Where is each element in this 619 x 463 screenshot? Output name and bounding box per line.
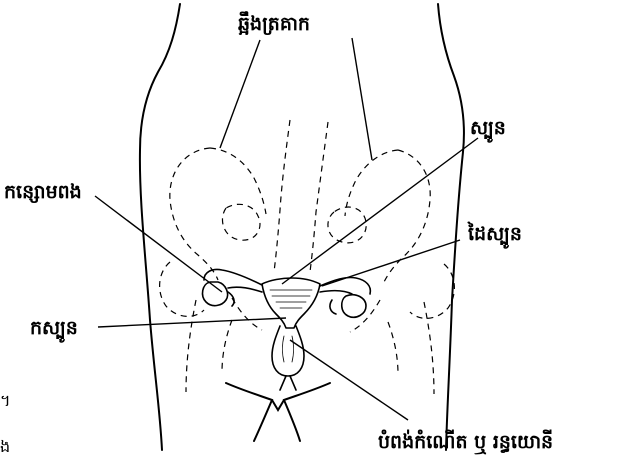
label-cervix: កស្បូន	[30, 317, 78, 343]
label-ovary: កន្សោមពង	[4, 181, 82, 203]
leader-pelvis-right	[352, 38, 372, 160]
leader-fallopian-tube	[322, 240, 460, 286]
leader-ovary	[95, 196, 222, 292]
leader-uterus	[282, 138, 478, 284]
label-fallopian-tube: ដៃស្បូន	[467, 221, 522, 249]
leader-lines	[95, 38, 478, 420]
edge-fragment-top: ។	[0, 391, 11, 410]
leader-pelvis-left	[220, 40, 260, 148]
body-outline	[140, 4, 464, 450]
label-vagina: បំពង់កំណើត ឬ រន្ធយោនី	[378, 429, 553, 455]
reproductive-organs	[203, 269, 371, 390]
label-pelvis: ឆ្អឹងត្រគាក	[238, 11, 310, 35]
leader-vagina	[290, 340, 408, 420]
edge-fragment-bottom: ង	[0, 437, 10, 456]
